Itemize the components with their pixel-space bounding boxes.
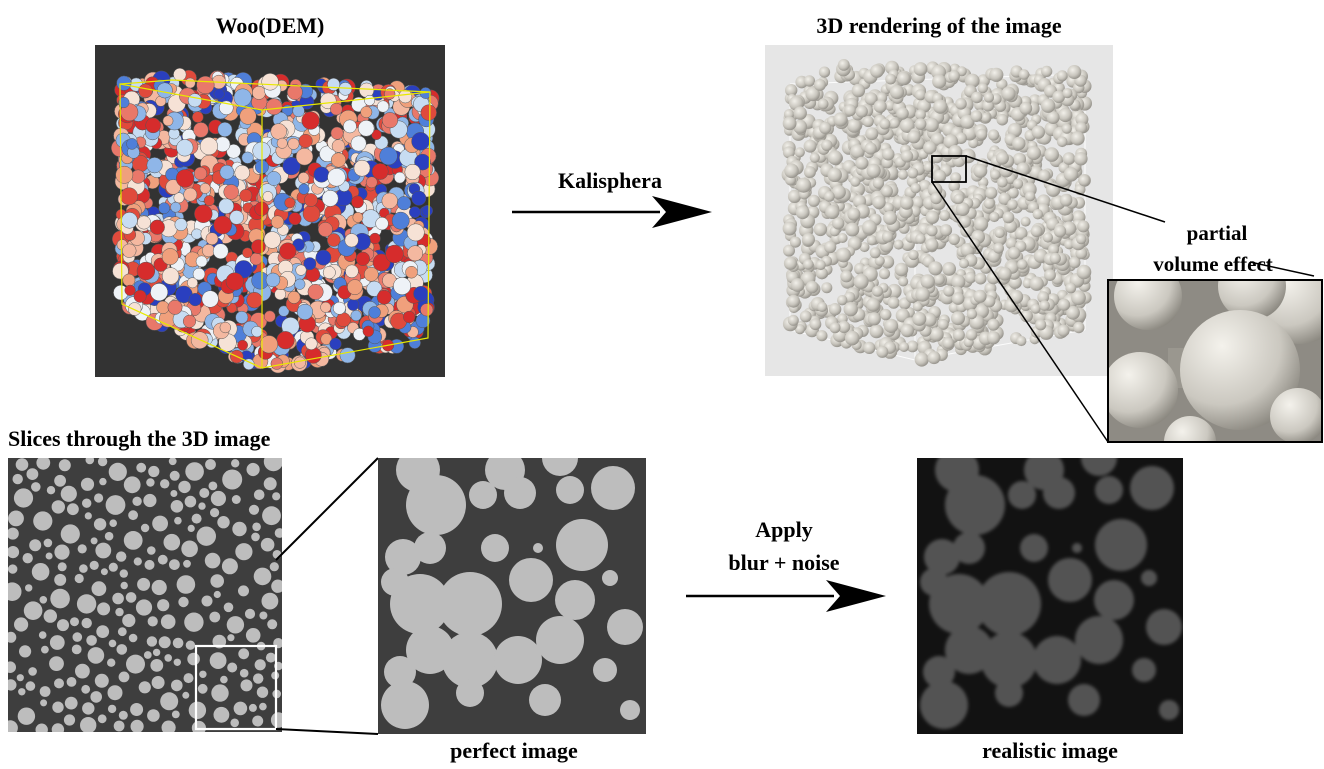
kalisphera-arrow	[512, 196, 712, 228]
apply-label-line1: Apply	[755, 517, 812, 542]
blur-noise-arrow	[686, 580, 886, 612]
kalisphera-label: Kalisphera	[558, 168, 662, 193]
slice-image	[8, 458, 282, 732]
apply-label-line2: blur + noise	[728, 550, 839, 575]
partial-volume-zoom-inset	[1107, 279, 1323, 443]
realistic-image	[917, 458, 1183, 734]
perfect-image-caption: perfect image	[450, 738, 578, 763]
partial-volume-label-line2: volume effect	[1153, 252, 1273, 276]
dem-bounding-box	[119, 79, 431, 369]
dem-simulation-image	[95, 45, 445, 377]
zoom-connector-lines	[931, 155, 1315, 443]
slice-zoom-connector-lines	[275, 457, 379, 735]
slices-title: Slices through the 3D image	[8, 426, 271, 451]
perfect-image	[378, 458, 646, 734]
render-title: 3D rendering of the image	[816, 13, 1061, 38]
dem-title: Woo(DEM)	[216, 13, 325, 38]
zoom-region-box	[931, 155, 967, 183]
slice-zoom-region	[194, 644, 278, 731]
realistic-image-caption: realistic image	[982, 738, 1118, 763]
3d-render-image	[765, 45, 1113, 376]
partial-volume-label-line1: partial	[1187, 221, 1248, 245]
